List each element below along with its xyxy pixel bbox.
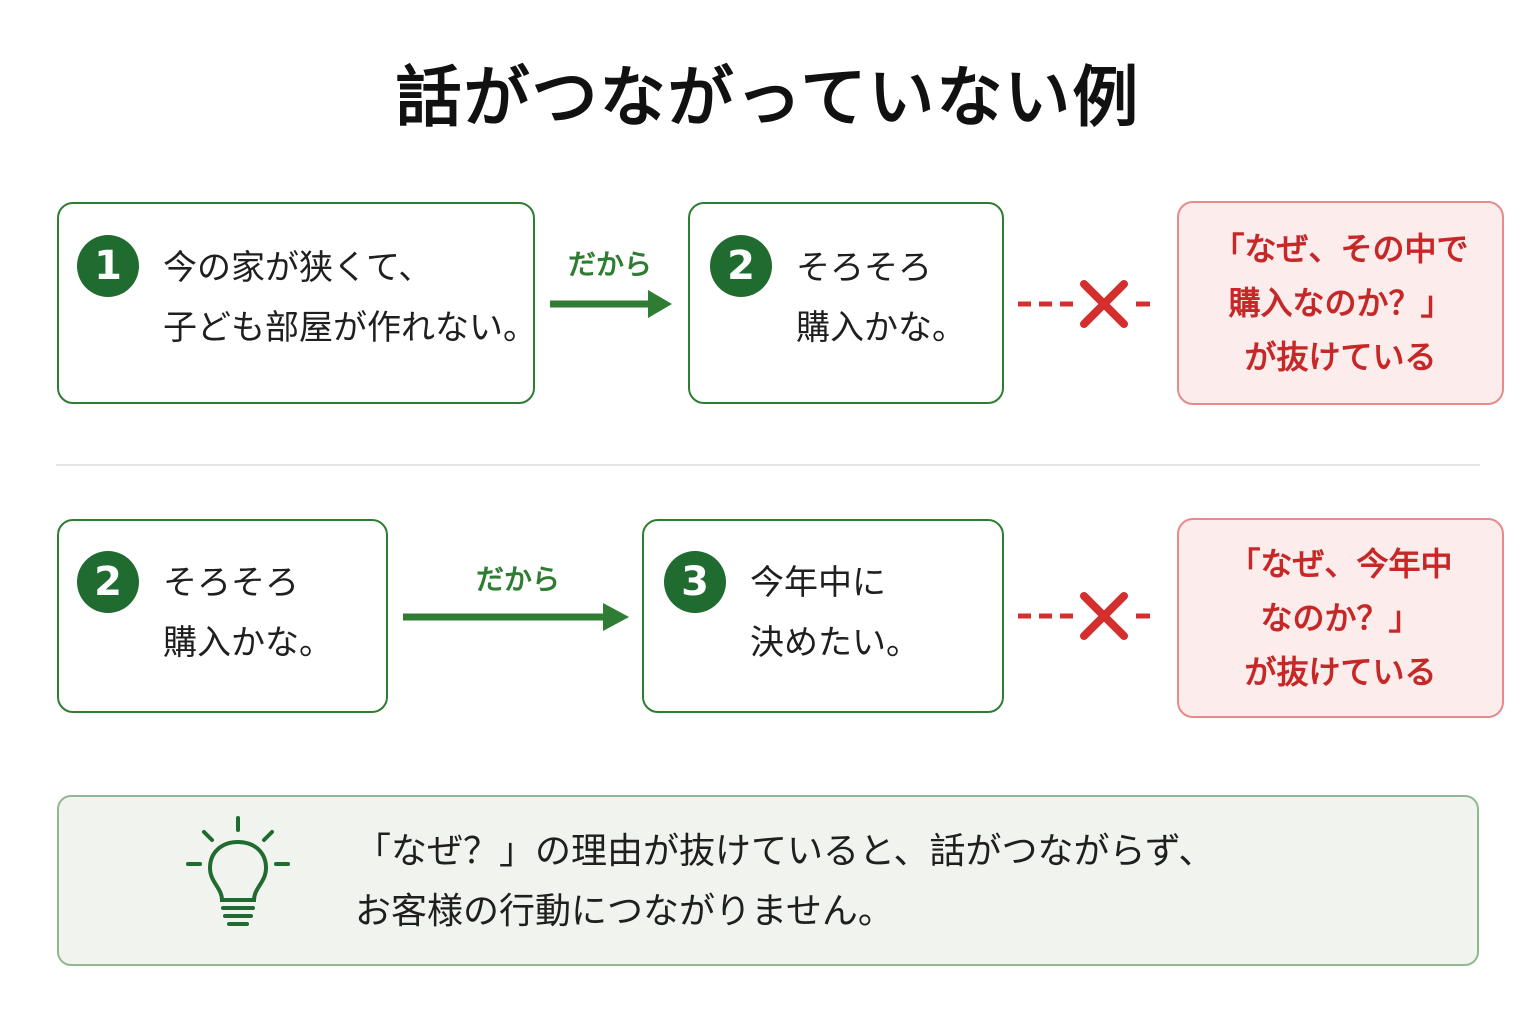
step-number-badge: 2 [710, 235, 772, 297]
row1-card-reason: 1 今の家が狭くて、 子ども部屋が作れない。 [57, 202, 537, 404]
callout-line: 「なぜ、その中で [1212, 230, 1469, 268]
row1-card-conclusion: 2 そろそろ 購入かな。 [688, 202, 1004, 404]
card-text: そろそろ 購入かな。 [163, 553, 333, 673]
lightbulb-icon [186, 816, 290, 926]
right-arrow-icon [550, 290, 672, 318]
tip-line: お客様の行動につながりません。 [355, 891, 894, 932]
step-number-badge: 1 [77, 235, 139, 297]
right-arrow-icon [403, 603, 629, 631]
tip-text: 「なぜ？」の理由が抜けていると、話がつながらず、 お客様の行動につながりません。 [355, 822, 1214, 942]
callout-line: 購入なのか？」 [1228, 284, 1453, 322]
tip-line: 「なぜ？」の理由が抜けていると、話がつながらず、 [355, 831, 1215, 872]
callout-line: が抜けている [1244, 653, 1437, 691]
page-title: 話がつながっていない例 [395, 59, 1141, 136]
row2-card-reason: 2 そろそろ 購入かな。 [57, 519, 388, 713]
card-line: 今年中に [750, 563, 886, 603]
card-text: そろそろ 購入かな。 [796, 238, 966, 358]
card-line: 購入かな。 [796, 308, 966, 348]
card-line: 決めたい。 [750, 623, 920, 663]
card-text: 今年中に 決めたい。 [750, 553, 920, 673]
connector-label: だから [475, 563, 560, 596]
card-line: そろそろ [796, 248, 932, 288]
callout-line: なのか？」 [1260, 599, 1421, 637]
row2-missing-reason-callout: 「なぜ、今年中 なのか？」 が抜けている [1177, 518, 1504, 718]
callout-line: が抜けている [1244, 338, 1437, 376]
tip-box [57, 795, 1479, 966]
card-line: そろそろ [163, 563, 299, 603]
step-number-badge: 3 [664, 551, 726, 613]
card-line: 購入かな。 [163, 623, 333, 663]
row-divider [56, 464, 1480, 466]
broken-link-x-icon [1018, 592, 1150, 640]
row1-missing-reason-callout: 「なぜ、その中で 購入なのか？」 が抜けている [1177, 201, 1504, 405]
callout-line: 「なぜ、今年中 [1228, 545, 1453, 583]
step-number-badge: 2 [77, 551, 139, 613]
card-line: 子ども部屋が作れない。 [163, 308, 537, 348]
broken-link-x-icon [1018, 280, 1150, 328]
card-text: 今の家が狭くて、 子ども部屋が作れない。 [163, 238, 537, 358]
card-line: 今の家が狭くて、 [163, 248, 433, 288]
row2-card-conclusion: 3 今年中に 決めたい。 [642, 519, 1004, 713]
connector-label: だから [567, 248, 652, 281]
